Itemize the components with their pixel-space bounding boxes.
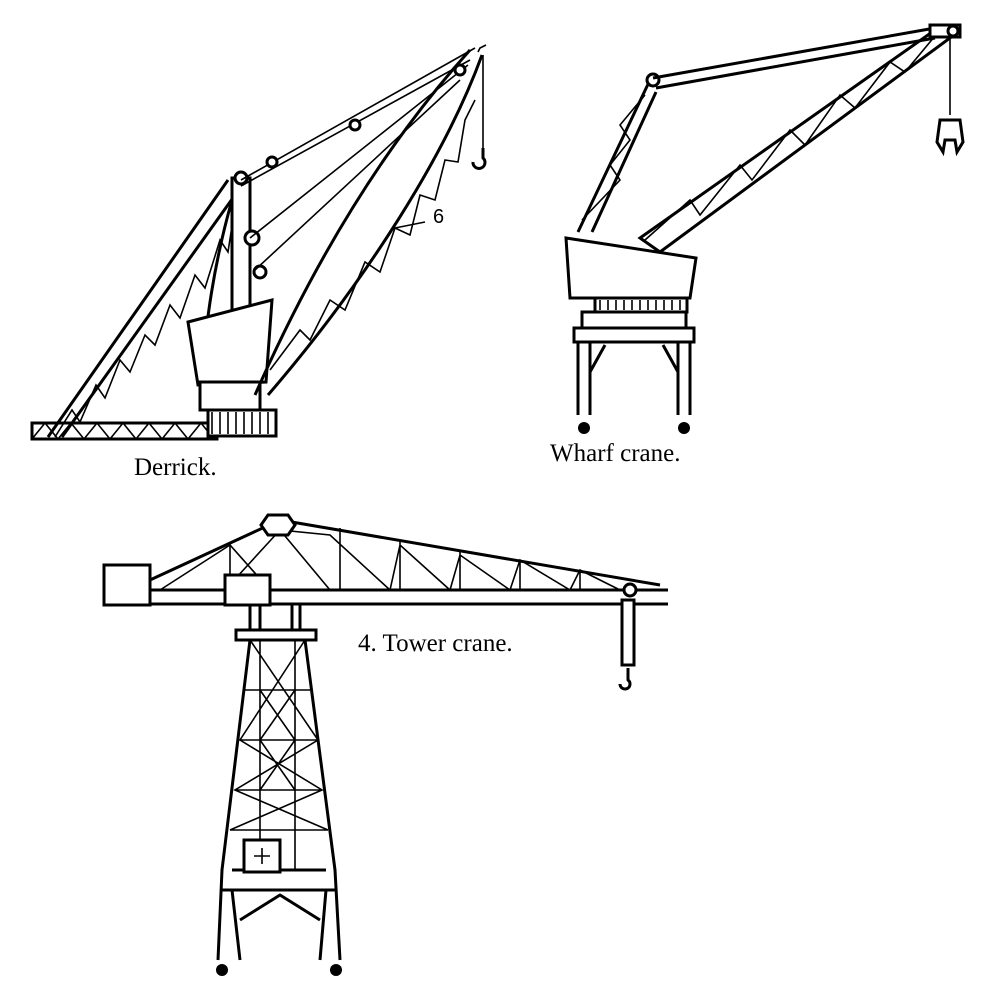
tower-hook-icon — [618, 668, 632, 691]
wharf-cab — [564, 236, 698, 300]
tower-apex — [259, 513, 297, 537]
wharf-crane-drawing — [564, 23, 965, 434]
tower-crane-drawing — [102, 513, 668, 976]
derrick-hook-cable — [477, 44, 487, 148]
tower-wheel-left — [216, 964, 228, 976]
wharf-crane-caption: Wharf crane. — [550, 440, 681, 467]
derrick-hook-icon — [471, 148, 487, 170]
wharf-strut — [576, 79, 658, 233]
wharf-legs — [576, 340, 692, 415]
wharf-tie — [652, 26, 936, 90]
wharf-grab-icon — [935, 118, 965, 157]
wharf-wheel-left — [578, 422, 590, 434]
tower-platform — [234, 628, 318, 642]
tower-counterweight — [102, 563, 152, 607]
derrick-cab — [186, 298, 274, 387]
derrick-turntable — [206, 408, 278, 438]
wharf-wheel-right — [678, 422, 690, 434]
tower-trolley-cab — [223, 573, 272, 607]
tower-hook-block — [620, 598, 636, 667]
tower-wheel-right — [330, 964, 342, 976]
derrick-caption: Derrick. — [134, 454, 217, 481]
derrick-drawing — [30, 44, 487, 441]
callout-number: 6 — [433, 206, 445, 228]
tower-legs — [216, 639, 342, 961]
derrick-main-boom — [253, 48, 484, 396]
tower-crane-caption: 4. Tower crane. — [358, 630, 513, 657]
